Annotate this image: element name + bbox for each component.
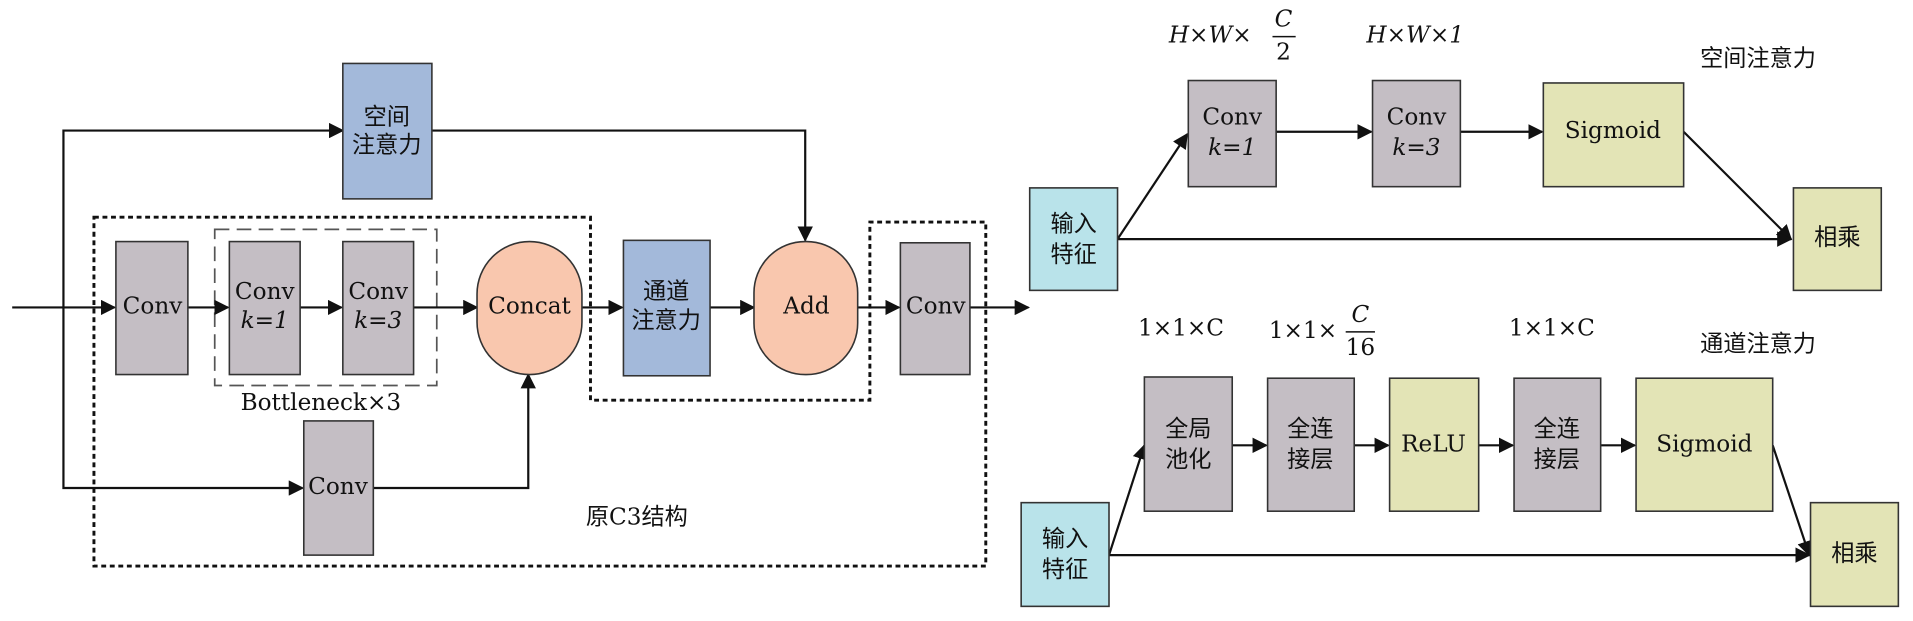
conv-block-out: Conv [899, 241, 971, 376]
spatial-sigmoid-to-mult-line [1682, 130, 1793, 241]
channel-pool-label-2: 池化 [1165, 446, 1211, 473]
spatial-attention-label-2: 注意力 [352, 131, 422, 158]
channel-input-label-1: 输入 [1042, 525, 1088, 552]
bottleneck-conv-k3: Conv k=3 [342, 240, 415, 376]
spatial-conv1-label: Conv [1202, 103, 1263, 130]
spatial-dim1-frac-den: 2 [1276, 39, 1291, 66]
add-label: Add [782, 292, 830, 319]
bneck-conv1-k: k=1 [241, 307, 289, 334]
bneck-conv2-k: k=3 [354, 307, 402, 334]
spatial-conv2-k: k=3 [1392, 134, 1440, 161]
spatial-attention-detail: H×W× C 2 H×W×1 空间注意力 输入 特征 Conv k=1 Conv… [1028, 6, 1883, 292]
channel-input-label-2: 特征 [1042, 556, 1088, 583]
conv-block-first: Conv [115, 240, 189, 376]
channel-relu-block: ReLU [1388, 377, 1480, 512]
channel-fc1-label-1: 全连 [1287, 416, 1333, 443]
branch-to-concat-line [373, 373, 536, 490]
channel-fc1-label-2: 接层 [1287, 446, 1333, 473]
channel-multiply-block: 相乘 [1809, 501, 1900, 608]
spatial-attention-label-1: 空间 [364, 103, 410, 130]
spatial-dim1: H×W× [1168, 22, 1252, 49]
conv-branch-line [62, 307, 305, 496]
conv-first-label: Conv [123, 292, 184, 319]
spatial-branch-line [62, 122, 345, 308]
channel-fc2-block: 全连 接层 [1513, 377, 1602, 512]
channel-dim3: 1×1×C [1509, 314, 1595, 341]
bneck-conv1-label: Conv [235, 278, 296, 305]
spatial-to-add-line [431, 129, 813, 242]
channel-dim1: 1×1×C [1138, 314, 1224, 341]
channel-input-to-pool-line [1107, 443, 1148, 556]
channel-sigmoid-block: Sigmoid [1635, 377, 1774, 512]
channel-input-block: 输入 特征 [1020, 501, 1110, 608]
spatial-input-label-2: 特征 [1050, 241, 1096, 268]
concat-label: Concat [488, 292, 571, 319]
spatial-attention-block: 空间 注意力 [342, 62, 433, 200]
spatial-conv1-k: k=1 [1208, 134, 1256, 161]
spatial-attention-title: 空间注意力 [1700, 45, 1816, 72]
concat-block: Concat [476, 240, 583, 376]
channel-pool-block: 全局 池化 [1143, 376, 1234, 512]
channel-attention-title: 通道注意力 [1700, 330, 1816, 357]
spatial-input-label-1: 输入 [1050, 211, 1096, 238]
c3-dotted-boundary [92, 215, 988, 568]
channel-dim2: 1×1× [1269, 317, 1337, 344]
spatial-multiply-label: 相乘 [1814, 224, 1860, 251]
channel-fc1-block: 全连 接层 [1266, 377, 1356, 512]
spatial-sigmoid-label: Sigmoid [1565, 117, 1661, 144]
spatial-sigmoid-block: Sigmoid [1542, 82, 1685, 188]
spatial-conv-k1: Conv k=1 [1187, 79, 1277, 188]
channel-pool-label-1: 全局 [1165, 416, 1211, 443]
channel-sigmoid-label: Sigmoid [1656, 430, 1752, 457]
channel-relu-label: ReLU [1401, 430, 1466, 457]
spatial-input-to-conv-line [1116, 132, 1189, 240]
spatial-input-block: 输入 特征 [1028, 187, 1119, 292]
channel-attention-detail: 1×1×C 1×1× C 16 1×1×C 通道注意力 输入 特征 全局 池化 … [1020, 301, 1900, 608]
channel-attention-block: 通道 注意力 [622, 239, 711, 377]
spatial-multiply-block: 相乘 [1792, 187, 1883, 292]
bottleneck-conv-k1: Conv k=1 [228, 240, 301, 376]
c3-structure-label: 原C3结构 [586, 504, 688, 531]
conv-out-label: Conv [906, 292, 967, 319]
bneck-conv2-label: Conv [348, 278, 409, 305]
channel-fc2-label-2: 接层 [1534, 446, 1580, 473]
channel-attention-label-2: 注意力 [631, 307, 701, 334]
channel-multiply-label: 相乘 [1831, 540, 1877, 567]
spatial-conv2-label: Conv [1387, 103, 1448, 130]
conv-branch-label: Conv [308, 473, 369, 500]
channel-dim2-frac-num: C [1351, 301, 1369, 328]
channel-sigmoid-to-mult-line [1771, 444, 1813, 557]
channel-dim2-frac-den: 16 [1346, 334, 1376, 361]
spatial-conv-k3: Conv k=3 [1371, 79, 1462, 188]
channel-fc2-label-1: 全连 [1534, 416, 1580, 443]
channel-attention-label-1: 通道 [643, 278, 689, 305]
bottleneck-label: Bottleneck×3 [241, 389, 402, 416]
conv-block-branch: Conv [302, 420, 375, 556]
spatial-dim1-frac-num: C [1275, 6, 1293, 33]
add-block: Add [753, 240, 859, 376]
c3-module: 空间 注意力 Conv Conv k=1 Conv k=3 Bottleneck… [12, 62, 1031, 568]
spatial-dim2: H×W×1 [1365, 22, 1464, 49]
